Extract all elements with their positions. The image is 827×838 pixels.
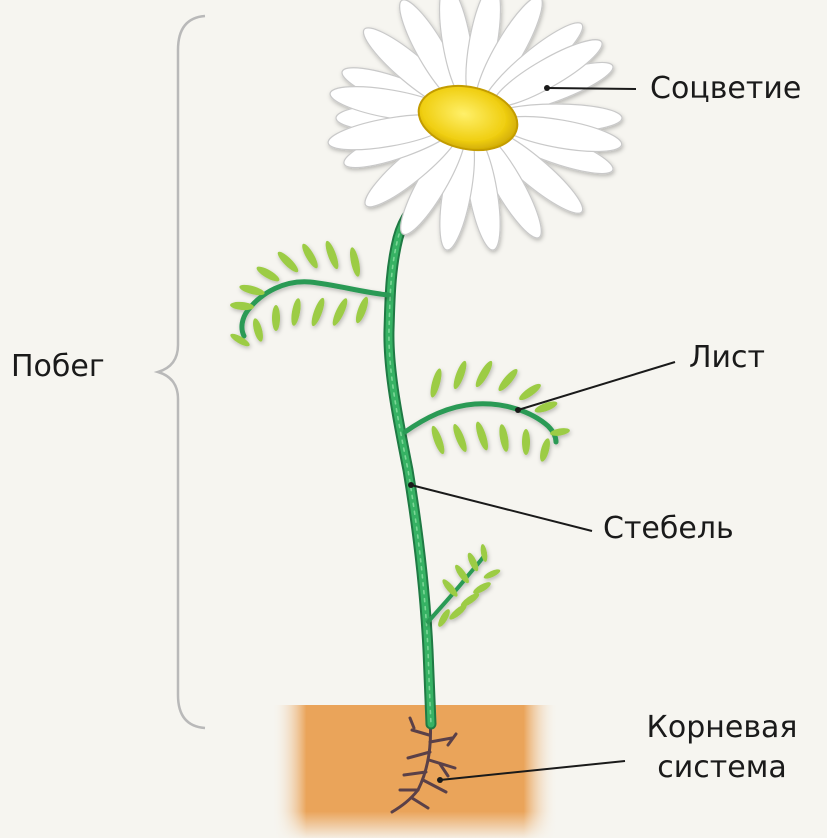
pointer-dot-inflorescence [544, 85, 550, 91]
flower [326, 0, 624, 252]
pointer-dot-leaf [515, 407, 521, 413]
label-root-line1: Корневая [637, 708, 807, 748]
pointer-dot-stem [408, 482, 414, 488]
label-shoot: Побег [11, 349, 105, 385]
pointer-leaf [518, 362, 675, 410]
label-leaf: Лист [689, 340, 765, 376]
leaf-lower [428, 544, 501, 629]
leaf-upper-left [229, 240, 388, 349]
pointer-inflorescence [547, 88, 636, 89]
shoot-brace [158, 16, 205, 728]
pointer-dot-root [437, 777, 443, 783]
label-root-line2: система [637, 748, 807, 788]
label-root-system: Корневая система [637, 708, 807, 788]
label-inflorescence: Соцветие [650, 71, 801, 107]
label-stem: Стебель [603, 511, 734, 547]
pointer-stem [411, 485, 592, 531]
leaf-middle-right [405, 359, 570, 463]
stem [389, 190, 432, 724]
